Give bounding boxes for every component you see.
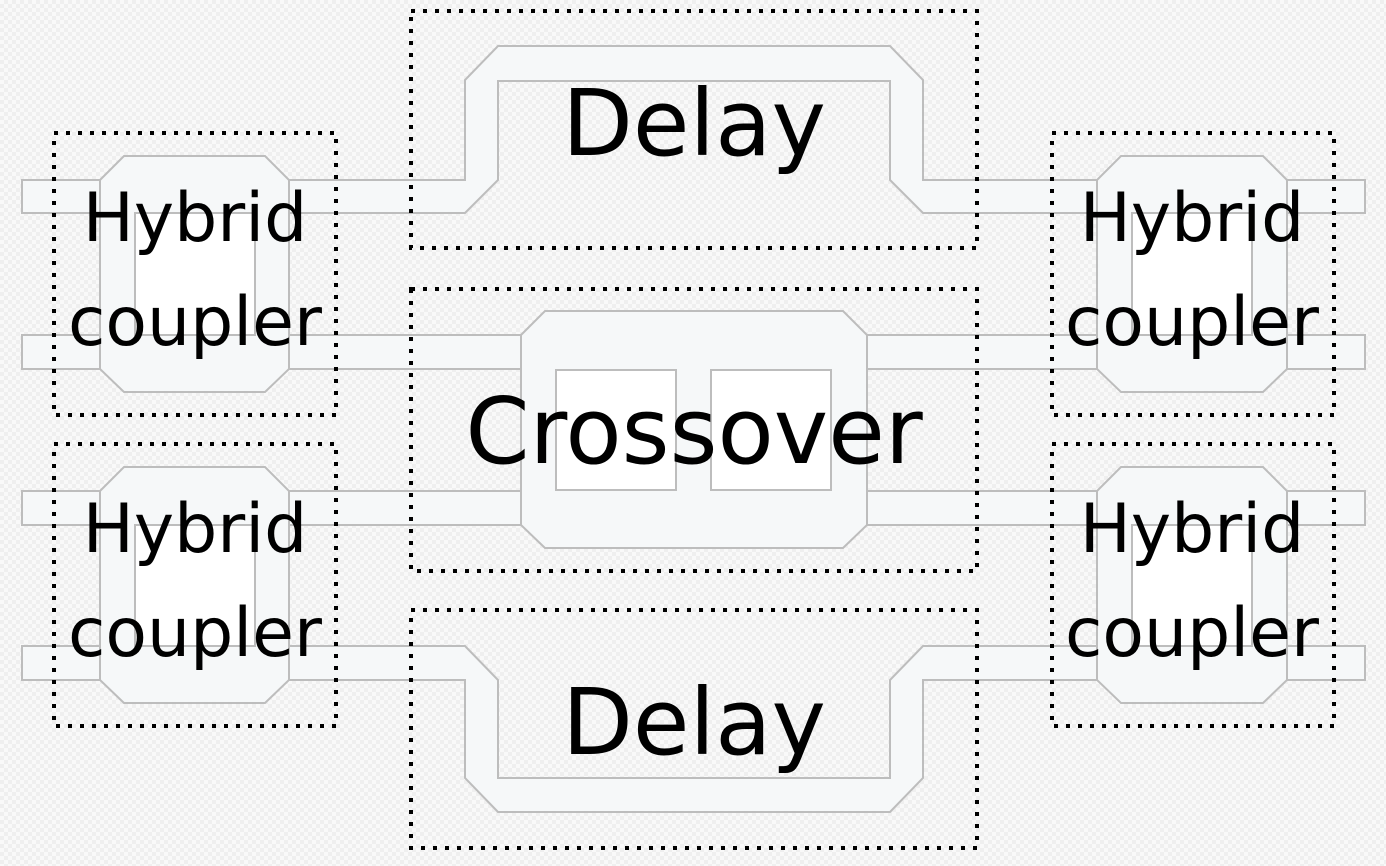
label-hybrid-tl-line1: Hybrid [83,179,308,258]
label-hybrid-br-line1: Hybrid [1080,490,1305,569]
label-hybrid-bl-line1: Hybrid [83,490,308,569]
hybrid-coupler-top-right [1096,155,1288,393]
labels: Delay Delay Crossover Hybrid coupler Hyb… [68,70,1319,776]
crossover-inner-right [710,369,832,491]
box-delay-top [409,9,979,250]
hybrid-coupler-bottom-left [99,466,290,704]
box-hybrid-top-right [1050,131,1336,417]
label-delay-top: Delay [562,70,826,177]
box-delay-bottom [409,608,979,850]
label-hybrid-tl-line2: coupler [68,283,322,362]
label-hybrid-bl-line2: coupler [68,594,322,673]
label-hybrid-br-line2: coupler [1065,594,1319,673]
crossover-inner-left [555,369,677,491]
crossover-element [520,310,868,549]
component-boxes [52,9,1336,850]
box-hybrid-bottom-right [1050,442,1336,728]
hybrid-coupler-bottom-right [1096,466,1288,704]
coupler-core [1131,524,1253,647]
label-delay-bottom: Delay [562,669,826,776]
coupler-core [1131,212,1253,336]
coupler-core [134,524,256,647]
box-crossover [409,287,979,573]
box-hybrid-bottom-left [52,442,338,728]
label-hybrid-tr-line1: Hybrid [1080,179,1305,258]
hybrid-coupler-top-left [99,155,290,393]
box-hybrid-top-left [52,131,338,417]
coupler-core [134,212,256,336]
label-crossover: Crossover [465,378,923,485]
label-hybrid-tr-line2: coupler [1065,283,1319,362]
